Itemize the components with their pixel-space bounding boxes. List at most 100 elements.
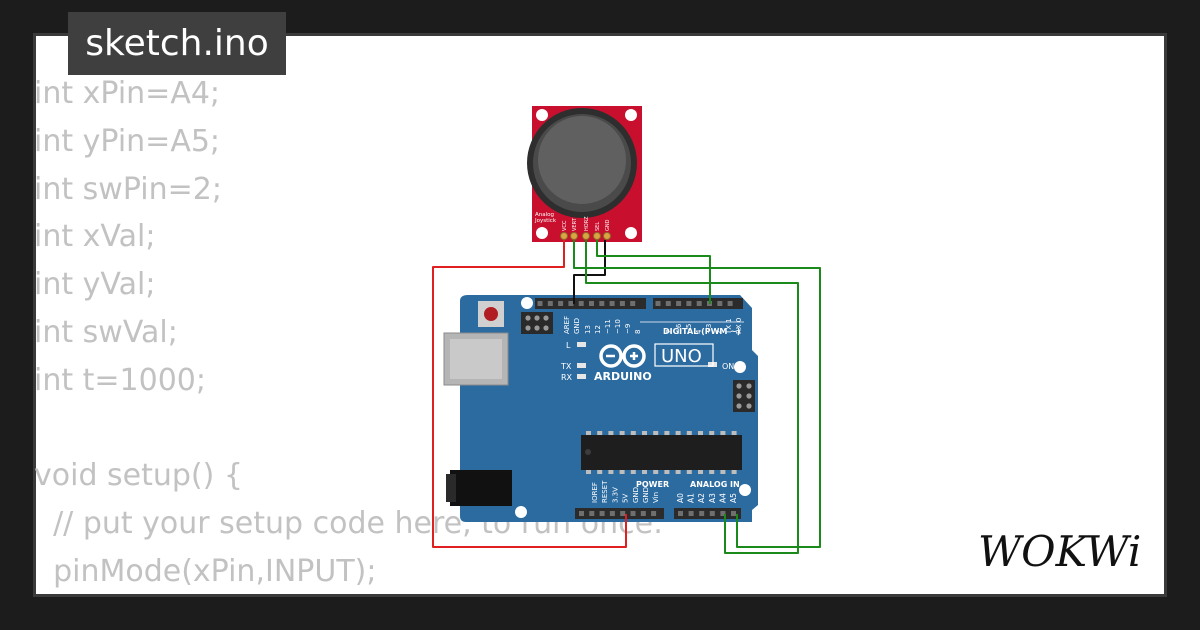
- code-line: int yVal;: [34, 267, 156, 303]
- pin-label: ~6: [675, 323, 683, 334]
- header-pin[interactable]: [655, 301, 661, 306]
- code-line: int swVal;: [34, 314, 178, 350]
- header-pin[interactable]: [547, 301, 553, 306]
- header-pin[interactable]: [688, 511, 694, 516]
- analog-in-label: ANALOG IN: [690, 480, 740, 489]
- joystick-pin-label: VERT: [572, 217, 578, 231]
- joystick-pin[interactable]: [603, 232, 611, 240]
- analog-header: [674, 508, 741, 519]
- header-pin[interactable]: [599, 511, 605, 516]
- wires: [432, 240, 821, 554]
- header-pin[interactable]: [717, 301, 723, 306]
- code-line: int yPin=A5;: [34, 123, 221, 159]
- pin-label: 8: [634, 330, 642, 334]
- wire-gnd[interactable]: [573, 240, 606, 304]
- pin-label: GND: [573, 318, 581, 334]
- header-pin[interactable]: [731, 511, 736, 516]
- header-pin[interactable]: [630, 511, 636, 516]
- led-rx: [577, 374, 586, 379]
- led-rx-label: RX: [561, 373, 573, 382]
- joystick-pin[interactable]: [570, 232, 578, 240]
- power-pin-label: 5V: [622, 494, 630, 503]
- wire-vert-a5[interactable]: [573, 240, 821, 548]
- led-l: [577, 342, 586, 347]
- board-brand: ARDUINO: [594, 370, 652, 383]
- code-line: int xPin=A4;: [34, 76, 221, 111]
- board-model: UNO: [661, 346, 702, 367]
- header-pin[interactable]: [709, 511, 715, 516]
- arduino-infinity-icon: [599, 344, 646, 368]
- header-pin[interactable]: [609, 301, 615, 306]
- header-pin[interactable]: [558, 301, 564, 306]
- wokwi-logo: WOKWi: [978, 527, 1141, 576]
- pin-label: 7: [665, 330, 673, 334]
- analog-pin-label: A2: [697, 493, 706, 503]
- wire-sel-d2[interactable]: [596, 240, 711, 304]
- header-pin[interactable]: [686, 301, 692, 306]
- joystick-pin[interactable]: [582, 232, 590, 240]
- joystick-pin-label: VCC: [562, 220, 568, 231]
- pin-label: 2: [715, 330, 723, 334]
- digital-label: DIGITAL (PWM ~): [663, 327, 741, 336]
- header-pin[interactable]: [651, 511, 657, 516]
- header-pin[interactable]: [630, 301, 636, 306]
- pin-label: 13: [584, 325, 592, 334]
- led-l-label: L: [566, 341, 571, 350]
- joystick-pin-label: HORZ: [584, 216, 590, 231]
- code-line: int swPin=2;: [34, 171, 222, 207]
- power-pin-label: IOREF: [591, 482, 599, 503]
- header-pin[interactable]: [620, 511, 626, 516]
- pin-label: 12: [594, 325, 602, 334]
- header-pin[interactable]: [699, 511, 705, 516]
- power-pin-label: RESET: [601, 480, 609, 503]
- header-pin[interactable]: [696, 301, 702, 306]
- power-pin-label: GND: [642, 487, 650, 503]
- power-jack: [450, 470, 512, 506]
- header-pin[interactable]: [720, 511, 726, 516]
- joystick-pin-label: GND: [605, 219, 611, 231]
- file-tab-label: sketch.ino: [85, 23, 269, 64]
- icsp-header-right: [733, 380, 755, 412]
- joystick-pin[interactable]: [593, 232, 601, 240]
- header-pin[interactable]: [727, 301, 733, 306]
- joystick-knob[interactable]: [538, 116, 626, 204]
- pin-label: 4: [695, 329, 703, 334]
- led-on-label: ON: [722, 362, 734, 371]
- header-pin[interactable]: [589, 511, 595, 516]
- code-editor[interactable]: int xPin=A4; int yPin=A5; int swPin=2; int …: [34, 70, 663, 596]
- header-pin[interactable]: [676, 301, 682, 306]
- header-pin[interactable]: [599, 301, 605, 306]
- header-pin[interactable]: [678, 511, 683, 516]
- wire-horz-a4[interactable]: [585, 240, 799, 554]
- header-pin[interactable]: [640, 511, 646, 516]
- power-pin-label: GND: [632, 487, 640, 503]
- code-line: int t=1000;: [34, 362, 207, 398]
- joystick-pin[interactable]: [560, 232, 568, 240]
- header-pin[interactable]: [579, 511, 584, 516]
- header-pin[interactable]: [578, 301, 584, 306]
- analog-pin-label: A1: [687, 493, 696, 503]
- header-pin[interactable]: [589, 301, 594, 306]
- header-pin[interactable]: [619, 301, 625, 306]
- analog-pin-label: A3: [708, 493, 717, 503]
- pin-label: ~9: [624, 324, 632, 334]
- code-line: pinMode(xPin,INPUT);: [34, 553, 377, 589]
- pin-label: TX 1: [725, 318, 733, 335]
- header-pin[interactable]: [568, 301, 574, 306]
- header-pin[interactable]: [665, 301, 671, 306]
- pin-label: ~10: [614, 319, 622, 334]
- file-tab[interactable]: sketch.ino: [68, 12, 286, 75]
- header-pin[interactable]: [609, 511, 615, 516]
- joystick-label-2: Joystick: [534, 218, 557, 224]
- pin-label: ~11: [604, 319, 612, 334]
- joystick-label-1: Analog: [535, 212, 554, 218]
- wire-vcc-5v[interactable]: [432, 240, 627, 548]
- analog-pin-label: A4: [718, 493, 727, 503]
- led-tx: [577, 363, 586, 368]
- power-pin-label: Vin: [652, 492, 660, 503]
- pin-label: RX 0: [735, 318, 743, 334]
- header-pin[interactable]: [537, 301, 543, 306]
